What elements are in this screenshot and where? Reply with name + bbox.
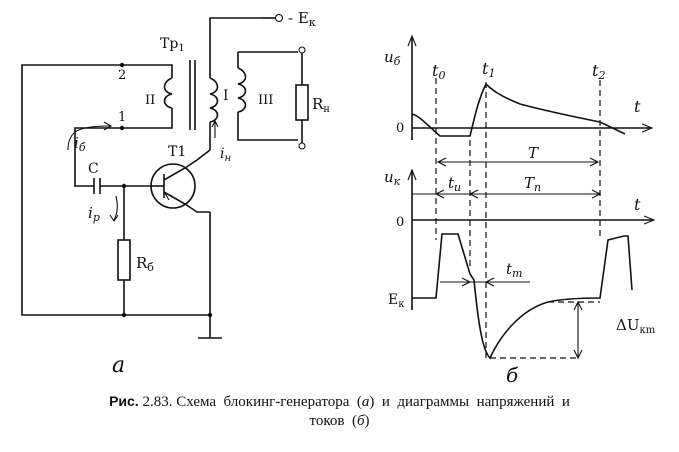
Ek-label: Eк (388, 292, 405, 310)
zero-label-top: 0 (396, 121, 404, 136)
caption-prefix: Рис. (109, 393, 139, 409)
tm-label: tm (506, 260, 522, 280)
base-current-label: iб (74, 134, 86, 154)
tu-label: tи (448, 174, 461, 194)
ground-node-dot (207, 312, 213, 318)
circuit-schematic: - Eк I iн Тр1 II 2 1 III Rн (21, 9, 330, 378)
load-label: Rн (312, 95, 330, 115)
panel-a-letter: а (112, 353, 125, 378)
discharge-current-label: ip (88, 204, 100, 224)
node-2-label: 2 (118, 68, 126, 83)
caption-number: 2.83. (142, 394, 173, 410)
caption-text-1a: Схема блокинг-генератора ( (176, 394, 362, 410)
caption-a: а (361, 394, 370, 410)
zero-label-bottom: 0 (396, 215, 404, 230)
base-resistor (117, 239, 131, 281)
load-terminal-bottom (298, 142, 306, 150)
figure: - Eк I iн Тр1 II 2 1 III Rн (21, 9, 656, 387)
winding-I-label: I (223, 88, 229, 104)
load-resistor (295, 84, 309, 121)
dU-label: ΔUкm (616, 316, 656, 336)
time-label-top: t (634, 97, 641, 116)
t1-label: t1 (482, 59, 495, 80)
caption-text-2b: ) (364, 413, 370, 429)
capacitor-label: C (88, 161, 99, 177)
supply-label: - Eк (288, 9, 316, 29)
winding-III-label: III (258, 93, 273, 108)
transistor-label: T1 (168, 144, 186, 160)
t2-label: t2 (592, 61, 605, 82)
load-terminal-top (298, 46, 306, 54)
node-1-label: 1 (118, 110, 126, 125)
Tp-label: Tп (524, 174, 541, 194)
panel-b-letter: б (506, 363, 519, 387)
ub-axis-label: uб (384, 48, 401, 68)
rail-node-dot (121, 312, 127, 318)
caption-text-1b: ) и диаграммы напряжений и (369, 394, 570, 410)
transformer-label: Тр1 (160, 36, 185, 54)
supply-terminal (274, 13, 284, 23)
caption-text-2a: токов ( (309, 413, 357, 429)
uk-waveform (412, 233, 633, 360)
caption-line-2: токов (б) (0, 412, 679, 431)
figure-caption: Рис. 2.83. Схема блокинг-генератора (а) … (0, 392, 679, 431)
T-label: T (528, 144, 539, 162)
t0-label: t0 (432, 61, 445, 82)
base-resistor-label: Rб (136, 254, 154, 274)
winding-II-label: II (145, 93, 155, 108)
caption-line-1: Рис. 2.83. Схема блокинг-генератора (а) … (0, 392, 679, 412)
uk-axis-label: uк (384, 168, 401, 188)
load-current-label: iн (220, 146, 231, 164)
caption-b: б (356, 413, 365, 429)
timing-diagram: uб 0 t t0 t1 t2 T tи Tп uк 0 t (384, 34, 656, 387)
time-label-bottom: t (634, 195, 641, 214)
